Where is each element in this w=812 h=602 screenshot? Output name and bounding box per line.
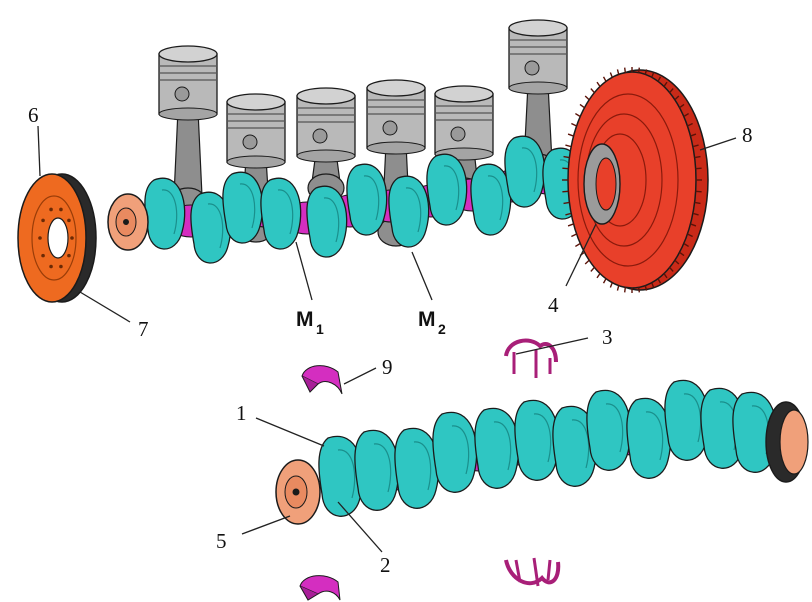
crank-web-upper-1 [145,178,185,249]
crank-web-upper-9 [471,164,511,235]
piston-3 [297,88,355,202]
bearing-shell-lower [506,558,558,586]
label-9: 9 [382,355,393,379]
crank-web-lower-9 [627,398,671,478]
crank-web-lower-4 [433,412,477,492]
crank-web-upper-3 [223,172,263,243]
label-2: 2 [380,553,391,577]
label-5: 5 [216,529,227,553]
crank-web-upper-6 [347,164,387,235]
vibration-damper-icon [18,174,96,302]
label-7: 7 [138,317,149,341]
label-m1: M [296,308,314,331]
crank-web-upper-4 [261,178,301,249]
upper-shaft-nose [108,194,148,250]
crank-web-lower-8 [587,390,631,470]
crank-web-lower-2 [355,430,399,510]
label-m2: M [418,308,436,331]
crank-web-upper-5 [307,186,347,257]
crankshaft-flange [584,144,620,224]
lower-shaft-nose [276,460,320,524]
label-8: 8 [742,123,753,147]
crank-web-upper-7 [389,176,429,247]
label-4: 4 [548,293,559,317]
upper-crankshaft [145,136,583,263]
label-m2-subscript: 2 [438,321,446,337]
upper-crankshaft-assembly [18,20,708,302]
label-m1-subscript: 1 [316,321,324,337]
crank-web-lower-5 [475,408,519,488]
lower-crankshaft [319,380,777,516]
label-3: 3 [602,325,613,349]
label-6: 6 [28,103,39,127]
label-1: 1 [236,401,247,425]
crank-web-lower-3 [395,428,439,508]
crank-web-upper-10 [505,136,545,207]
crank-web-lower-6 [515,400,559,480]
crank-web-upper-8 [427,154,467,225]
lower-shaft-flange [766,402,808,482]
